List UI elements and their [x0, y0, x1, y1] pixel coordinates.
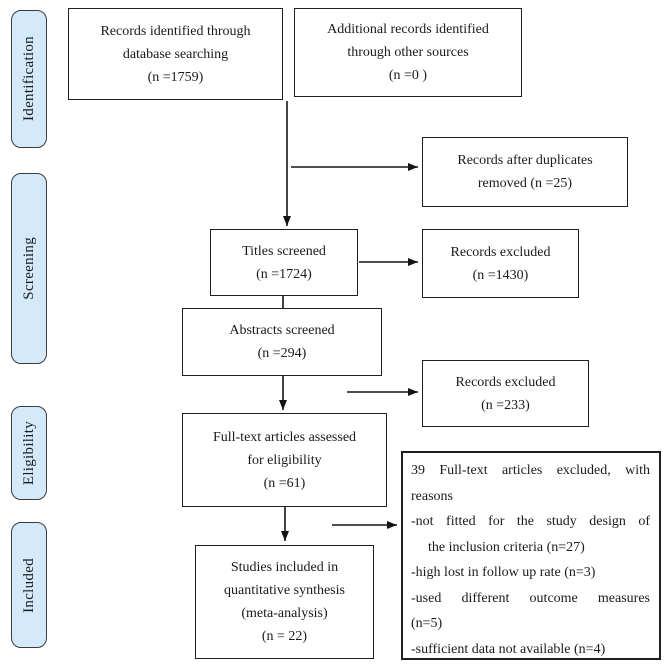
box-text-line: (n=5) — [411, 616, 443, 631]
box-text-line: Additional records identified — [327, 22, 489, 37]
box-text-line: (meta-analysis) — [241, 606, 328, 621]
box-fulltext-assessed: Full-text articles assessed for eligibil… — [182, 413, 387, 507]
box-abstracts-screened: Abstracts screened (n =294) — [182, 308, 382, 376]
box-titles-screened: Titles screened (n =1724) — [210, 229, 358, 296]
box-text-line: reasons — [411, 488, 453, 504]
box-text-line: Studies included in — [230, 560, 339, 575]
box-text-line: Records excluded — [450, 244, 551, 260]
box-text-line: (n =0 ) — [388, 68, 428, 83]
box-text-line: -high lost in follow up rate (n=3) — [411, 565, 596, 580]
box-duplicates-removed: Records after duplicates removed (n =25) — [422, 137, 628, 207]
stage-eligibility-label: Eligibility — [20, 420, 37, 486]
box-text-line: -sufficient data not available (n=4) — [411, 641, 606, 657]
box-records-excluded-abstracts: Records excluded (n =233) — [422, 360, 589, 427]
box-text-line: the inclusion criteria (n=27) — [428, 539, 585, 555]
box-text-line: (n =1724) — [256, 266, 312, 282]
box-text-line: Abstracts screened — [229, 323, 335, 338]
box-text-line: Full-text articles assessed — [212, 429, 357, 445]
box-text-line: database searching — [122, 46, 229, 62]
box-text-line: (n =1759) — [147, 69, 204, 85]
box-studies-included: Studies included in quantitative synthes… — [195, 545, 374, 659]
box-text-line: for eligibility — [247, 452, 322, 468]
box-text-line: quantitative synthesis — [224, 583, 345, 598]
box-text-line: (n =294) — [257, 346, 307, 361]
box-records-other-sources: Additional records identified through ot… — [294, 8, 522, 97]
stage-identification-label: Identification — [20, 36, 37, 122]
stage-screening-label: Screening — [20, 237, 37, 300]
stage-included: Included — [11, 522, 47, 648]
stage-included-label: Included — [20, 557, 37, 613]
box-text-line: -used different outcome measures — [411, 590, 650, 606]
box-text-line: (n = 22) — [261, 629, 308, 644]
stage-eligibility: Eligibility — [11, 406, 47, 500]
box-text-line: (n =61) — [263, 475, 306, 491]
box-records-excluded-titles: Records excluded (n =1430) — [422, 229, 579, 298]
box-text-line: through other sources — [347, 45, 469, 60]
box-text-line: Records excluded — [455, 374, 556, 390]
stage-identification: Identification — [11, 10, 47, 148]
box-fulltext-excluded-reasons: 39 Full-text articles excluded, with rea… — [401, 451, 661, 660]
box-text-line: (n =1430) — [472, 267, 529, 283]
stage-screening: Screening — [11, 173, 47, 364]
box-text-line: -not fitted for the study design of — [411, 514, 650, 529]
box-text-line: 39 Full-text articles excluded, with — [411, 463, 650, 478]
box-text-line: removed (n =25) — [477, 176, 573, 191]
box-text-line: Records after duplicates — [457, 153, 593, 168]
box-text-line: Titles screened — [242, 243, 326, 259]
box-text-line: (n =233) — [481, 397, 530, 413]
box-records-database: Records identified through database sear… — [68, 8, 283, 100]
box-text-line: Records identified through — [100, 23, 251, 39]
